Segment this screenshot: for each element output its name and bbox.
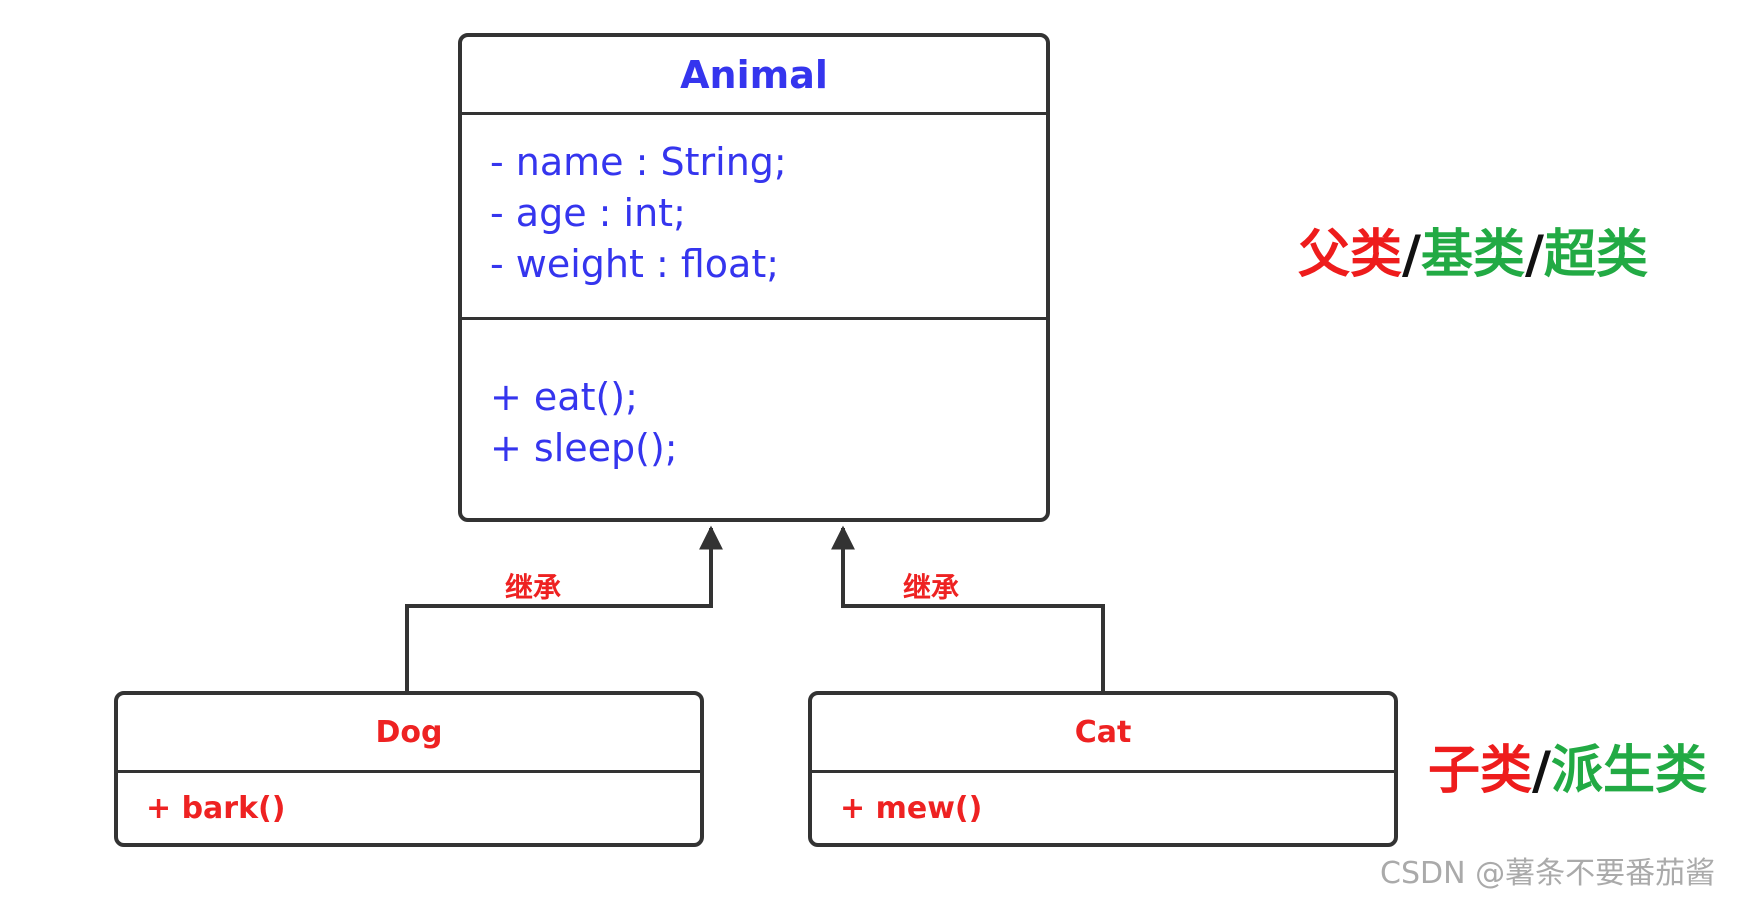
parent-label-part2: 基类	[1421, 225, 1526, 285]
parent-class-label: 父类/基类/超类	[1298, 212, 1648, 287]
parent-label-part1: 父类	[1298, 225, 1403, 285]
attribute-age: - age : int;	[490, 191, 686, 235]
child-label-sep1: /	[1532, 741, 1552, 801]
watermark: CSDN @薯条不要番茄酱	[1380, 856, 1716, 891]
class-name-dog: Dog	[118, 695, 700, 773]
child-label-part2: 派生类	[1551, 741, 1708, 801]
parent-label-part3: 超类	[1544, 225, 1649, 285]
attributes-section: - name : String; - age : int; - weight :…	[462, 115, 1046, 320]
method-sleep: + sleep();	[490, 426, 678, 470]
child-class-label: 子类/派生类	[1428, 728, 1707, 803]
inheritance-arrow-cat	[831, 525, 1105, 691]
dog-methods-section: + bark()	[118, 773, 700, 826]
class-box-cat: Cat + mew()	[808, 691, 1398, 847]
inheritance-arrow-dog	[405, 525, 723, 691]
class-box-dog: Dog + bark()	[114, 691, 704, 847]
method-bark: + bark()	[146, 791, 286, 826]
parent-label-sep2: /	[1525, 225, 1545, 285]
method-eat: + eat();	[490, 375, 638, 419]
class-name-animal: Animal	[462, 37, 1046, 115]
cat-methods-section: + mew()	[812, 773, 1394, 826]
class-name-cat: Cat	[812, 695, 1394, 773]
inheritance-label-dog: 继承	[505, 571, 562, 604]
attribute-name: - name : String;	[490, 140, 787, 184]
class-box-animal: Animal - name : String; - age : int; - w…	[458, 33, 1050, 522]
inheritance-label-cat: 继承	[903, 571, 960, 604]
attribute-weight: - weight : float;	[490, 242, 780, 286]
method-mew: + mew()	[840, 791, 983, 826]
methods-section: + eat(); + sleep();	[462, 320, 1046, 474]
parent-label-sep1: /	[1402, 225, 1422, 285]
child-label-part1: 子类	[1428, 741, 1533, 801]
